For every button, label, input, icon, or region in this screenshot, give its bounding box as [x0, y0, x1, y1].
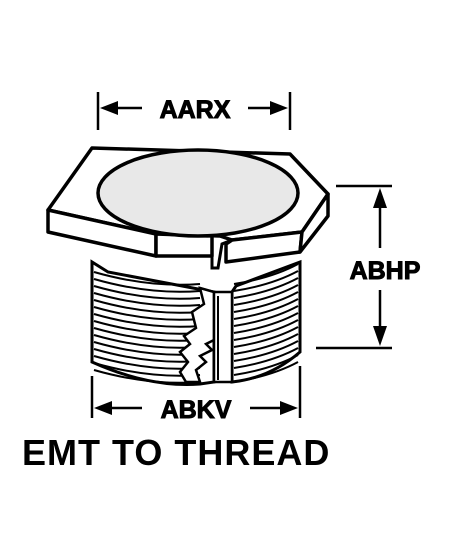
- dimension-right: ABHP: [316, 184, 421, 350]
- dimension-label-top: AARX: [160, 96, 231, 124]
- arrow-down-icon: [373, 326, 387, 346]
- thread-line: [233, 291, 299, 313]
- thread-line: [93, 299, 201, 314]
- thread-line: [233, 347, 299, 369]
- arrow-left-icon: [94, 401, 112, 415]
- thread-line: [233, 333, 299, 355]
- thread-line: [233, 270, 299, 292]
- thread-line: [233, 326, 299, 348]
- hex-nut: [46, 146, 330, 270]
- thread-body-outline-right: [230, 259, 302, 384]
- dimension-bottom: ABKV: [90, 366, 302, 425]
- cutaway-section: [178, 286, 216, 384]
- thread-line: [233, 361, 299, 383]
- arrow-left-icon: [100, 101, 118, 115]
- thread-line: [233, 340, 299, 362]
- dimension-label-right: ABHP: [350, 257, 421, 285]
- thread-line: [233, 298, 299, 320]
- threaded-body: [90, 259, 302, 386]
- thread-line: [233, 263, 299, 285]
- thread-line: [93, 285, 201, 300]
- thread-line: [93, 292, 201, 307]
- dimension-top: AARX: [96, 92, 292, 130]
- thread-line: [93, 271, 201, 286]
- thread-lines-left: [93, 271, 201, 384]
- diagram-caption: EMT TO THREAD: [22, 432, 331, 473]
- thread-line: [93, 306, 201, 321]
- arrow-right-icon: [270, 101, 288, 115]
- arrow-right-icon: [280, 401, 298, 415]
- thread-line: [93, 278, 201, 293]
- hex-side-right: [298, 192, 330, 254]
- arrow-up-icon: [373, 188, 387, 208]
- thread-lines-right: [233, 263, 299, 383]
- thread-line: [233, 354, 299, 376]
- dimension-label-bottom: ABKV: [161, 396, 232, 424]
- thread-line: [93, 313, 201, 328]
- bore-hole: [96, 148, 300, 238]
- thread-line: [233, 284, 299, 306]
- thread-line: [233, 312, 299, 334]
- hex-slot: [210, 236, 233, 270]
- cutaway-section-right: [212, 290, 234, 384]
- thread-line: [233, 305, 299, 327]
- thread-line: [233, 319, 299, 341]
- thread-line: [233, 277, 299, 299]
